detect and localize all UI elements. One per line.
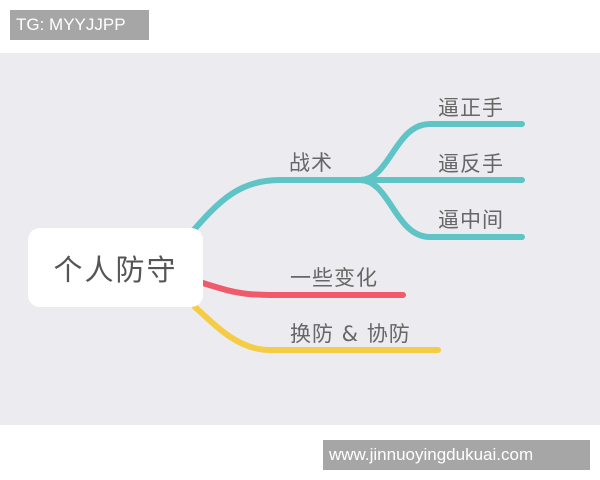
sub-branch-force-middle[interactable]: 逼中间 bbox=[438, 208, 504, 232]
root-node[interactable]: 个人防守 bbox=[28, 228, 203, 307]
sub-branch-force-forehand[interactable]: 逼正手 bbox=[438, 96, 504, 120]
tg-watermark: TG: MYYJJPP bbox=[10, 10, 149, 40]
branch-tactics-connector bbox=[189, 177, 363, 235]
branch-changes-connector bbox=[200, 280, 406, 298]
root-node-label: 个人防守 bbox=[53, 252, 178, 287]
branch-switch-connector bbox=[192, 304, 441, 353]
site-watermark: www.jinnuoyingdukuai.com bbox=[323, 440, 590, 470]
branch-switch-and-help[interactable]: 换防 & 协防 bbox=[290, 322, 411, 346]
branch-tactics[interactable]: 战术 bbox=[289, 151, 333, 175]
sub-branch-middle-connector bbox=[357, 177, 525, 240]
sub-branch-force-backhand[interactable]: 逼反手 bbox=[438, 152, 504, 176]
branch-some-changes[interactable]: 一些变化 bbox=[290, 266, 378, 290]
